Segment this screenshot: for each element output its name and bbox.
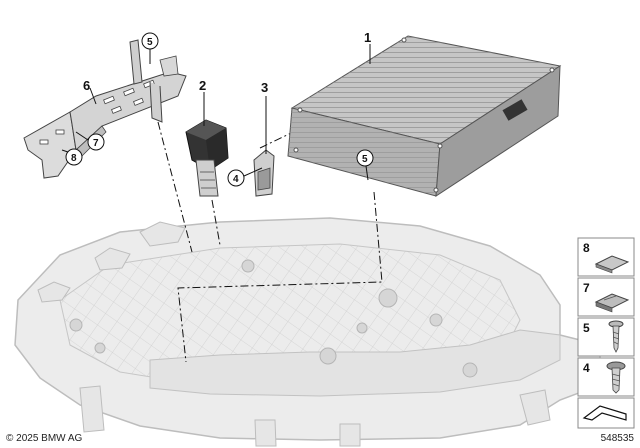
pad-icon (594, 255, 630, 274)
svg-text:7: 7 (93, 138, 99, 149)
callout-1: 1 (364, 30, 371, 45)
bracket-plate (23, 39, 187, 179)
clip-bracket (253, 149, 275, 197)
callout-4: 4 (227, 169, 245, 187)
svg-text:8: 8 (71, 153, 77, 164)
svg-text:5: 5 (147, 37, 153, 48)
svg-text:5: 5 (583, 321, 590, 335)
legend-row-7: 7 (577, 277, 635, 317)
legend-row-arrow (577, 397, 635, 429)
control-unit (287, 35, 562, 197)
callout-5-top: 5 (141, 32, 159, 50)
callout-3: 3 (261, 80, 268, 95)
callout-8: 8 (65, 148, 83, 166)
parts-legend: 8 7 5 4 (577, 237, 635, 429)
svg-text:7: 7 (583, 281, 590, 295)
screw-icon (608, 320, 624, 353)
svg-text:4: 4 (583, 361, 590, 375)
seat-frame (14, 217, 601, 447)
svg-text:8: 8 (583, 241, 590, 255)
callout-5-unit: 5 (356, 149, 374, 167)
svg-text:5: 5 (362, 154, 368, 165)
legend-row-8: 8 (577, 237, 635, 277)
arrow-icon (582, 405, 627, 421)
svg-text:4: 4 (233, 174, 239, 185)
clip-icon (594, 293, 630, 313)
callout-7: 7 (87, 133, 105, 151)
callout-6: 6 (83, 78, 90, 93)
legend-row-4: 4 (577, 357, 635, 397)
callout-2: 2 (199, 78, 206, 93)
copyright-text: © 2025 BMW AG (6, 433, 83, 444)
connector-module (185, 119, 229, 197)
hex-bolt-icon (606, 361, 626, 394)
legend-row-5: 5 (577, 317, 635, 357)
diagram-id: 548535 (600, 433, 634, 444)
